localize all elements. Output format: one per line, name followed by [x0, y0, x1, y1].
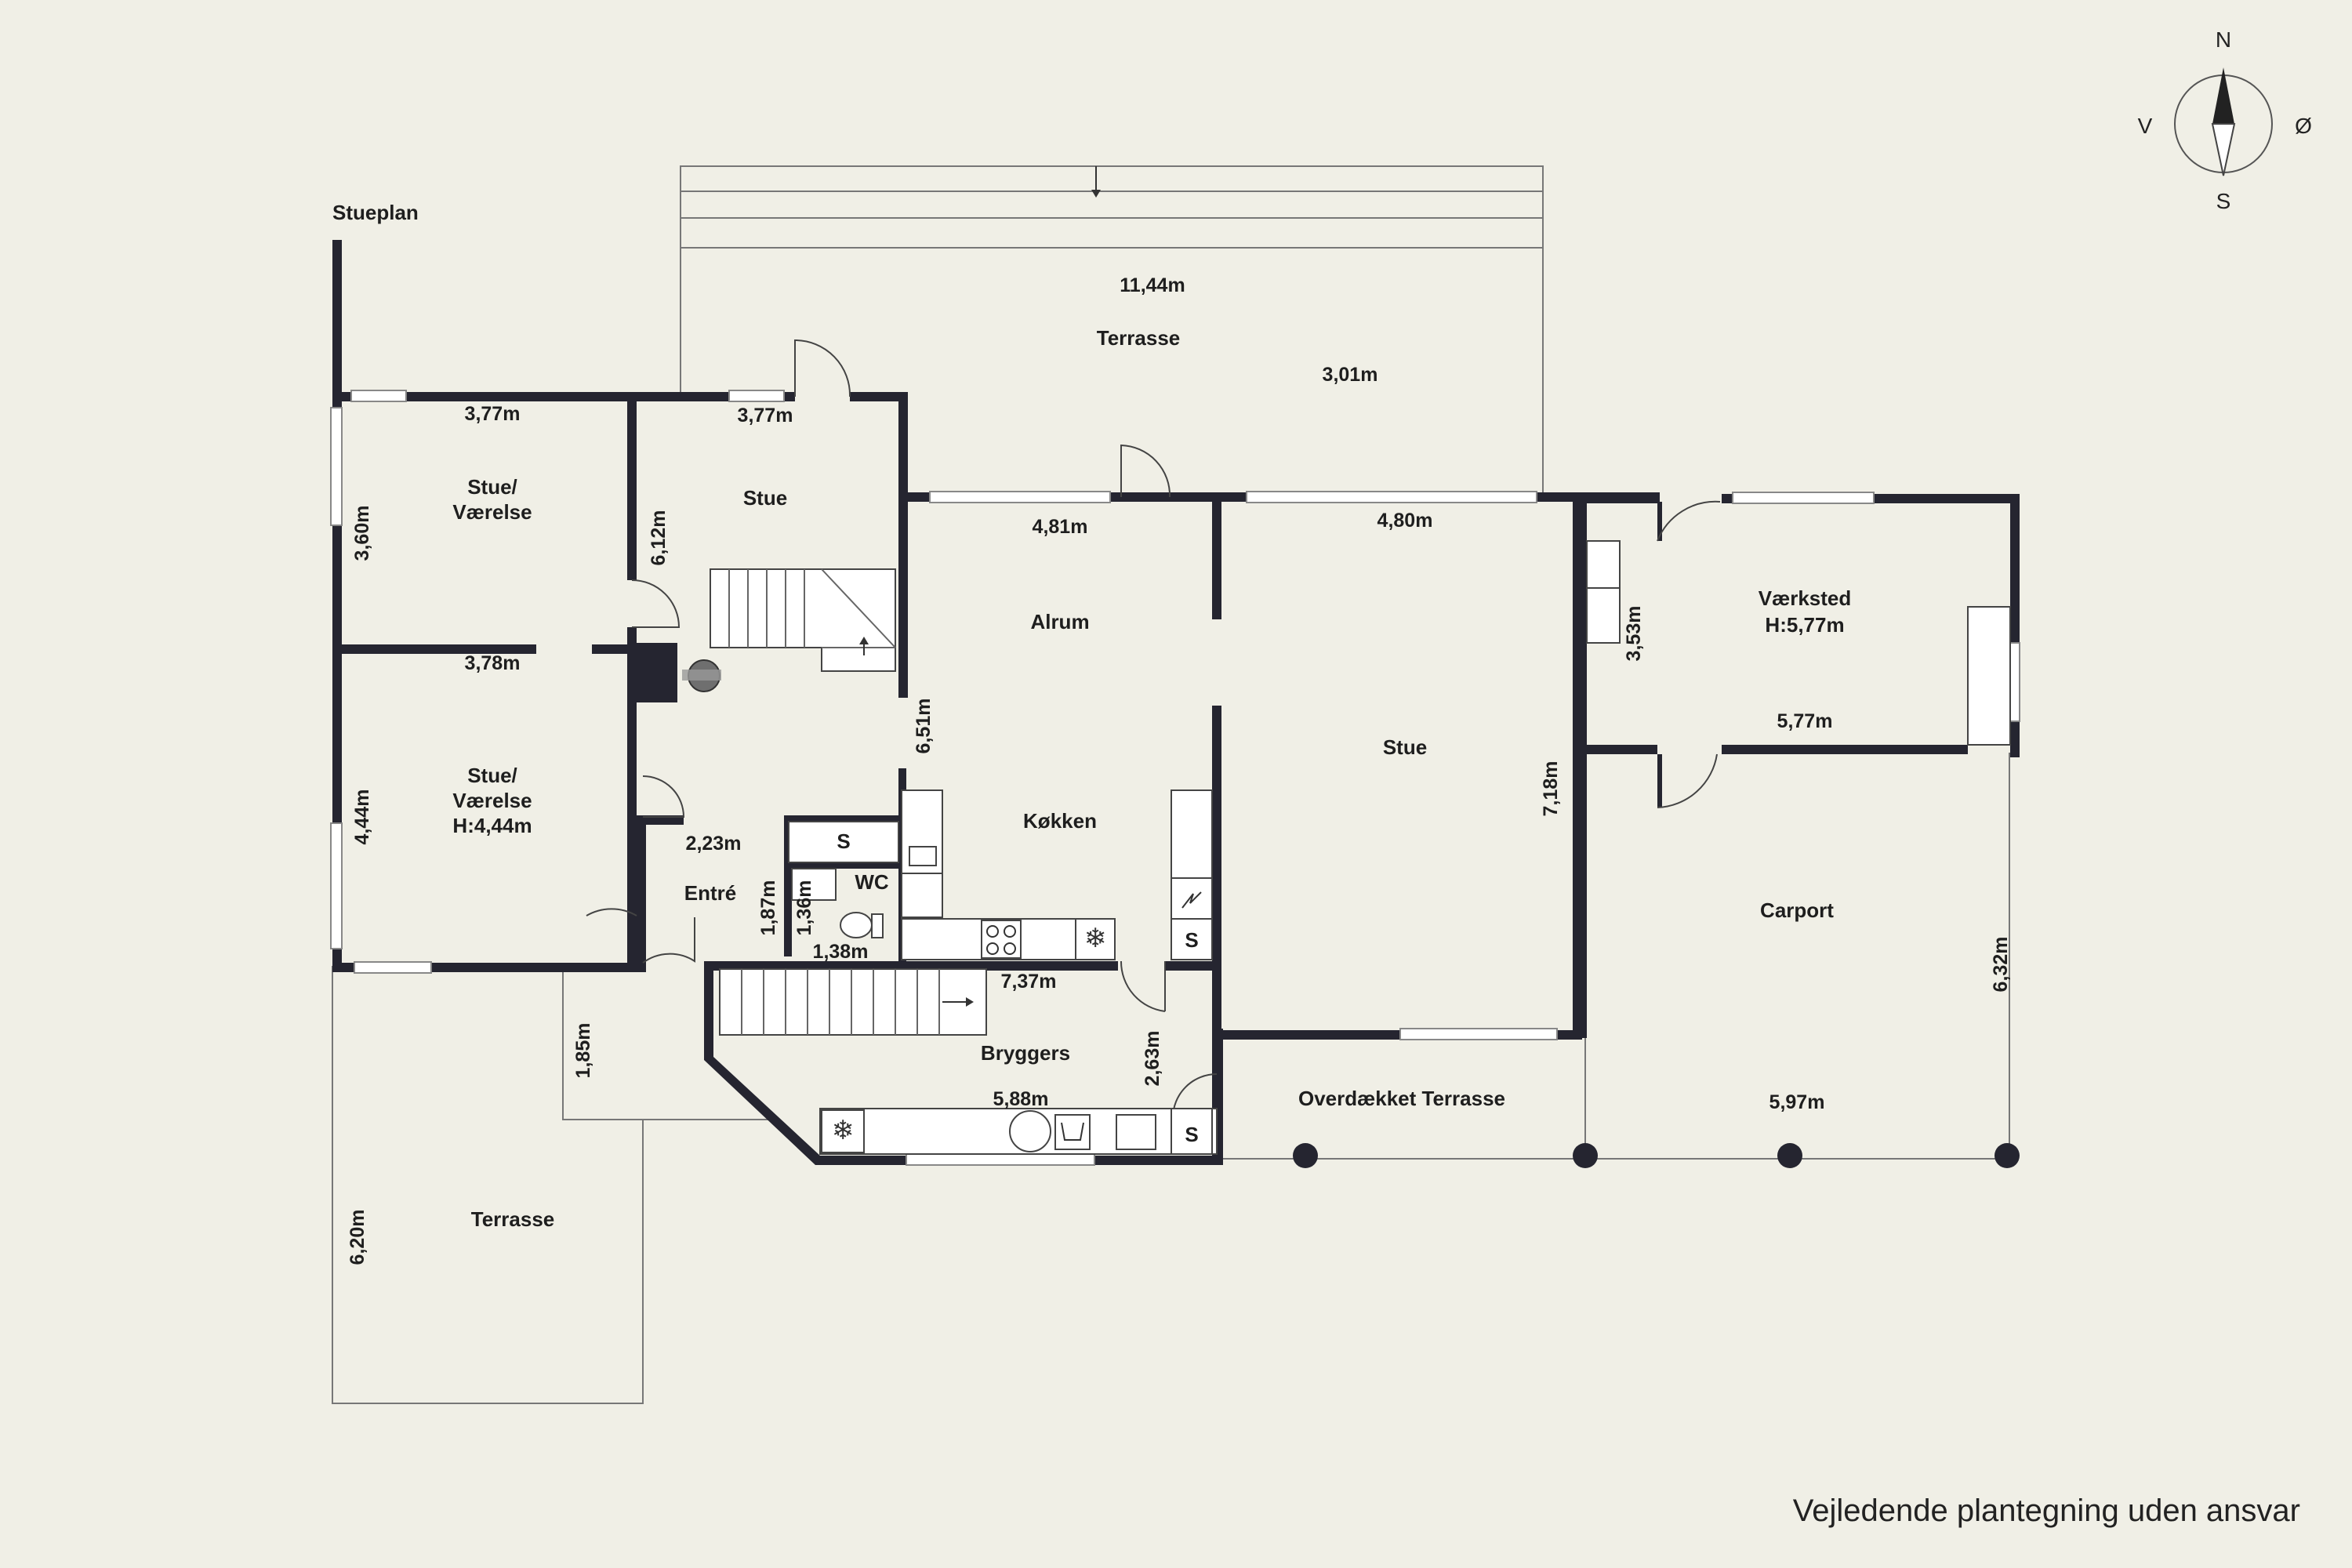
dim-stue-small-width: 3,77m [738, 405, 793, 426]
svg-text:❄: ❄ [1084, 924, 1107, 953]
dim-vaer1-depth: 3,60m [351, 506, 373, 561]
dim-koekken-width: 7,37m [1001, 971, 1057, 993]
toilet-icon [840, 912, 873, 938]
room-vaerksted: Værksted [1759, 586, 1852, 610]
sink-icon [909, 846, 937, 866]
room-carport: Carport [1760, 898, 1834, 922]
dim-terrasse-south-depth-b: 6,20m [347, 1210, 368, 1265]
dim-terrasse-depth: 3,01m [1323, 364, 1378, 386]
room-vaerksted-height: H:5,77m [1765, 613, 1844, 637]
north-arrow-icon [2212, 67, 2234, 124]
dim-alrum-width: 4,81m [1033, 516, 1088, 538]
dim-terrasse-south-depth-a: 1,85m [572, 1023, 594, 1079]
fixture-s-koekken: S [1185, 928, 1198, 952]
room-stue-small: Stue [743, 486, 787, 510]
dim-alrum-depth: 6,51m [913, 699, 935, 754]
dim-stue-small-depth: 6,12m [648, 510, 670, 566]
dim-stue-large-width: 4,80m [1377, 510, 1433, 532]
room-terrasse-north: Terrasse [1097, 326, 1181, 350]
compass-west: V [2138, 114, 2153, 138]
dim-terrasse-width: 11,44m [1120, 274, 1185, 296]
floor-title: Stueplan [332, 201, 419, 224]
dim-wc-width: 1,38m [813, 941, 869, 963]
room-koekken: Køkken [1023, 809, 1097, 833]
fixture-s-bryggers: S [1185, 1123, 1198, 1146]
room-stue-vaerelse-1-line2: Værelse [452, 500, 532, 524]
column [1777, 1143, 1802, 1168]
dim-vaerksted-width: 5,77m [1777, 710, 1833, 732]
up-arrow-icon [859, 637, 869, 644]
laundry-icon [1054, 1114, 1091, 1150]
storage-cabinet [1171, 918, 1213, 960]
dim-vaer2-width: 3,78m [465, 652, 521, 674]
freezer-icon [821, 1109, 865, 1153]
dim-stue-large-depth: 7,18m [1540, 761, 1562, 817]
room-alrum: Alrum [1030, 610, 1089, 633]
sink-icon [1586, 540, 1621, 589]
room-stue-vaerelse-2-height: H:4,44m [452, 814, 532, 837]
stairs-lower [719, 968, 987, 1036]
room-entre: Entré [684, 881, 736, 905]
south-arrow-icon [2211, 123, 2236, 176]
sink-icon [791, 868, 837, 901]
compass-east: Ø [2295, 114, 2312, 138]
dim-entre-depth: 1,87m [757, 880, 779, 936]
room-stue-vaerelse-2: Stue/ [467, 764, 517, 787]
storage-cabinet [788, 821, 899, 863]
sink-icon [1116, 1114, 1156, 1150]
room-stue-large: Stue [1383, 735, 1427, 759]
dim-vaerksted-depth: 3,53m [1623, 606, 1645, 662]
room-wc: WC [855, 870, 889, 894]
dim-bryggers-width: 5,88m [993, 1088, 1049, 1110]
room-stue-vaerelse-1: Stue/ [467, 475, 517, 499]
compass-north: N [2216, 27, 2231, 52]
dim-carport-depth: 6,32m [1990, 937, 2012, 993]
dim-bryggers-depth: 2,63m [1142, 1031, 1163, 1087]
step-arrow-icon [1091, 190, 1101, 198]
doors [586, 339, 1721, 1119]
stairs-upper [710, 568, 896, 672]
dim-vaer1-width: 3,77m [465, 403, 521, 425]
compass-south: S [2216, 189, 2231, 213]
room-overdaekket-terrasse: Overdækket Terrasse [1298, 1087, 1505, 1110]
dim-carport-width: 5,97m [1769, 1091, 1825, 1113]
room-labels: Stueplan Terrasse Stue/ Værelse Stue Stu… [332, 201, 1851, 1231]
room-bryggers: Bryggers [981, 1041, 1070, 1065]
column [1994, 1143, 2020, 1168]
dim-vaer2-depth: 4,44m [351, 789, 373, 845]
room-stue-vaerelse-2-line2: Værelse [452, 789, 532, 812]
compass: N S V Ø [2138, 27, 2312, 213]
right-arrow-icon [966, 997, 974, 1007]
hob-icon [981, 920, 1022, 959]
column [1573, 1143, 1598, 1168]
column [1293, 1143, 1318, 1168]
dimension-labels: 11,44m 3,01m 3,77m 3,77m 3,78m 4,81m 4,8… [347, 274, 2012, 1265]
fixture-s-entre: S [837, 829, 850, 853]
dim-entre-width: 2,23m [686, 833, 742, 855]
windows [330, 390, 2020, 1166]
freezer-icon [1075, 918, 1116, 960]
fixtures: ❄ ❄ [682, 540, 2020, 1168]
terrace-outlines [332, 165, 2010, 1404]
washing-machine-icon [1009, 1110, 1051, 1152]
storage-cabinet [1171, 1108, 1213, 1155]
dim-wc-depth: 1,36m [793, 880, 815, 936]
svg-text:❄: ❄ [832, 1116, 855, 1145]
disclaimer: Vejledende plantegning uden ansvar [1793, 1494, 2300, 1528]
room-terrasse-south: Terrasse [471, 1207, 555, 1231]
